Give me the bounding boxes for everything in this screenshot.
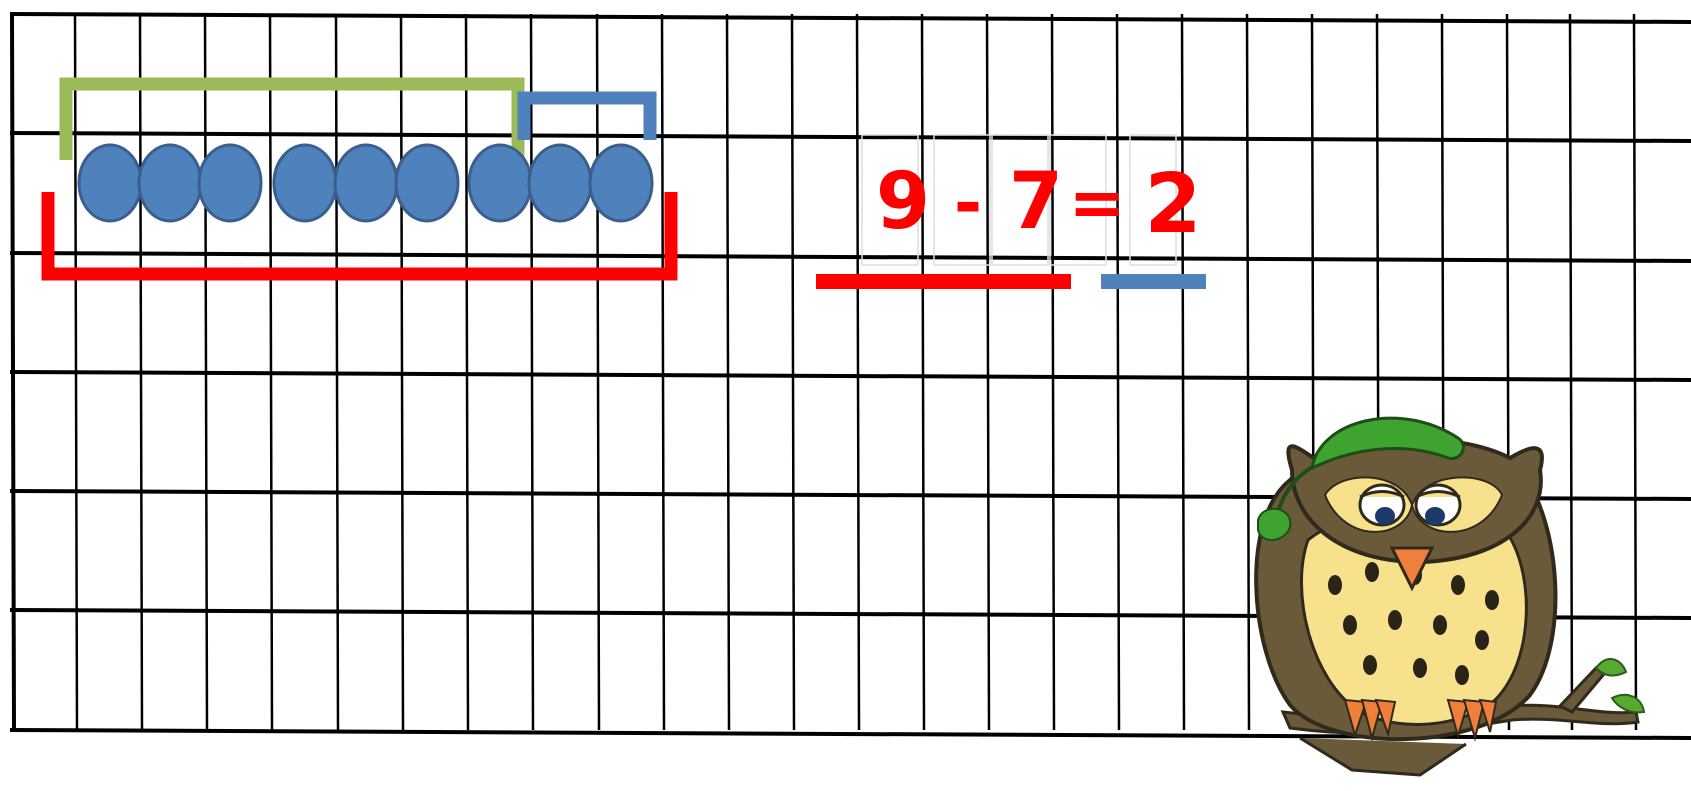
counter-subtracted <box>335 145 397 221</box>
equation-equals: = <box>1069 164 1126 243</box>
counter-subtracted <box>139 145 201 221</box>
counter-subtracted <box>469 145 531 221</box>
counter-remaining <box>590 145 652 221</box>
equation-subtrahend: 7 <box>1009 157 1063 247</box>
counter-row <box>79 145 652 221</box>
result-underline <box>1101 274 1206 289</box>
counter-subtracted <box>274 145 336 221</box>
expression-underline <box>816 274 1071 289</box>
equation-minuend: 9 <box>876 157 930 247</box>
equation-result: 2 <box>1144 157 1201 252</box>
counter-subtracted <box>79 145 141 221</box>
counter-remaining <box>529 145 591 221</box>
counter-subtracted <box>199 145 261 221</box>
counter-subtracted <box>396 145 458 221</box>
equation-operator: - <box>954 164 982 243</box>
